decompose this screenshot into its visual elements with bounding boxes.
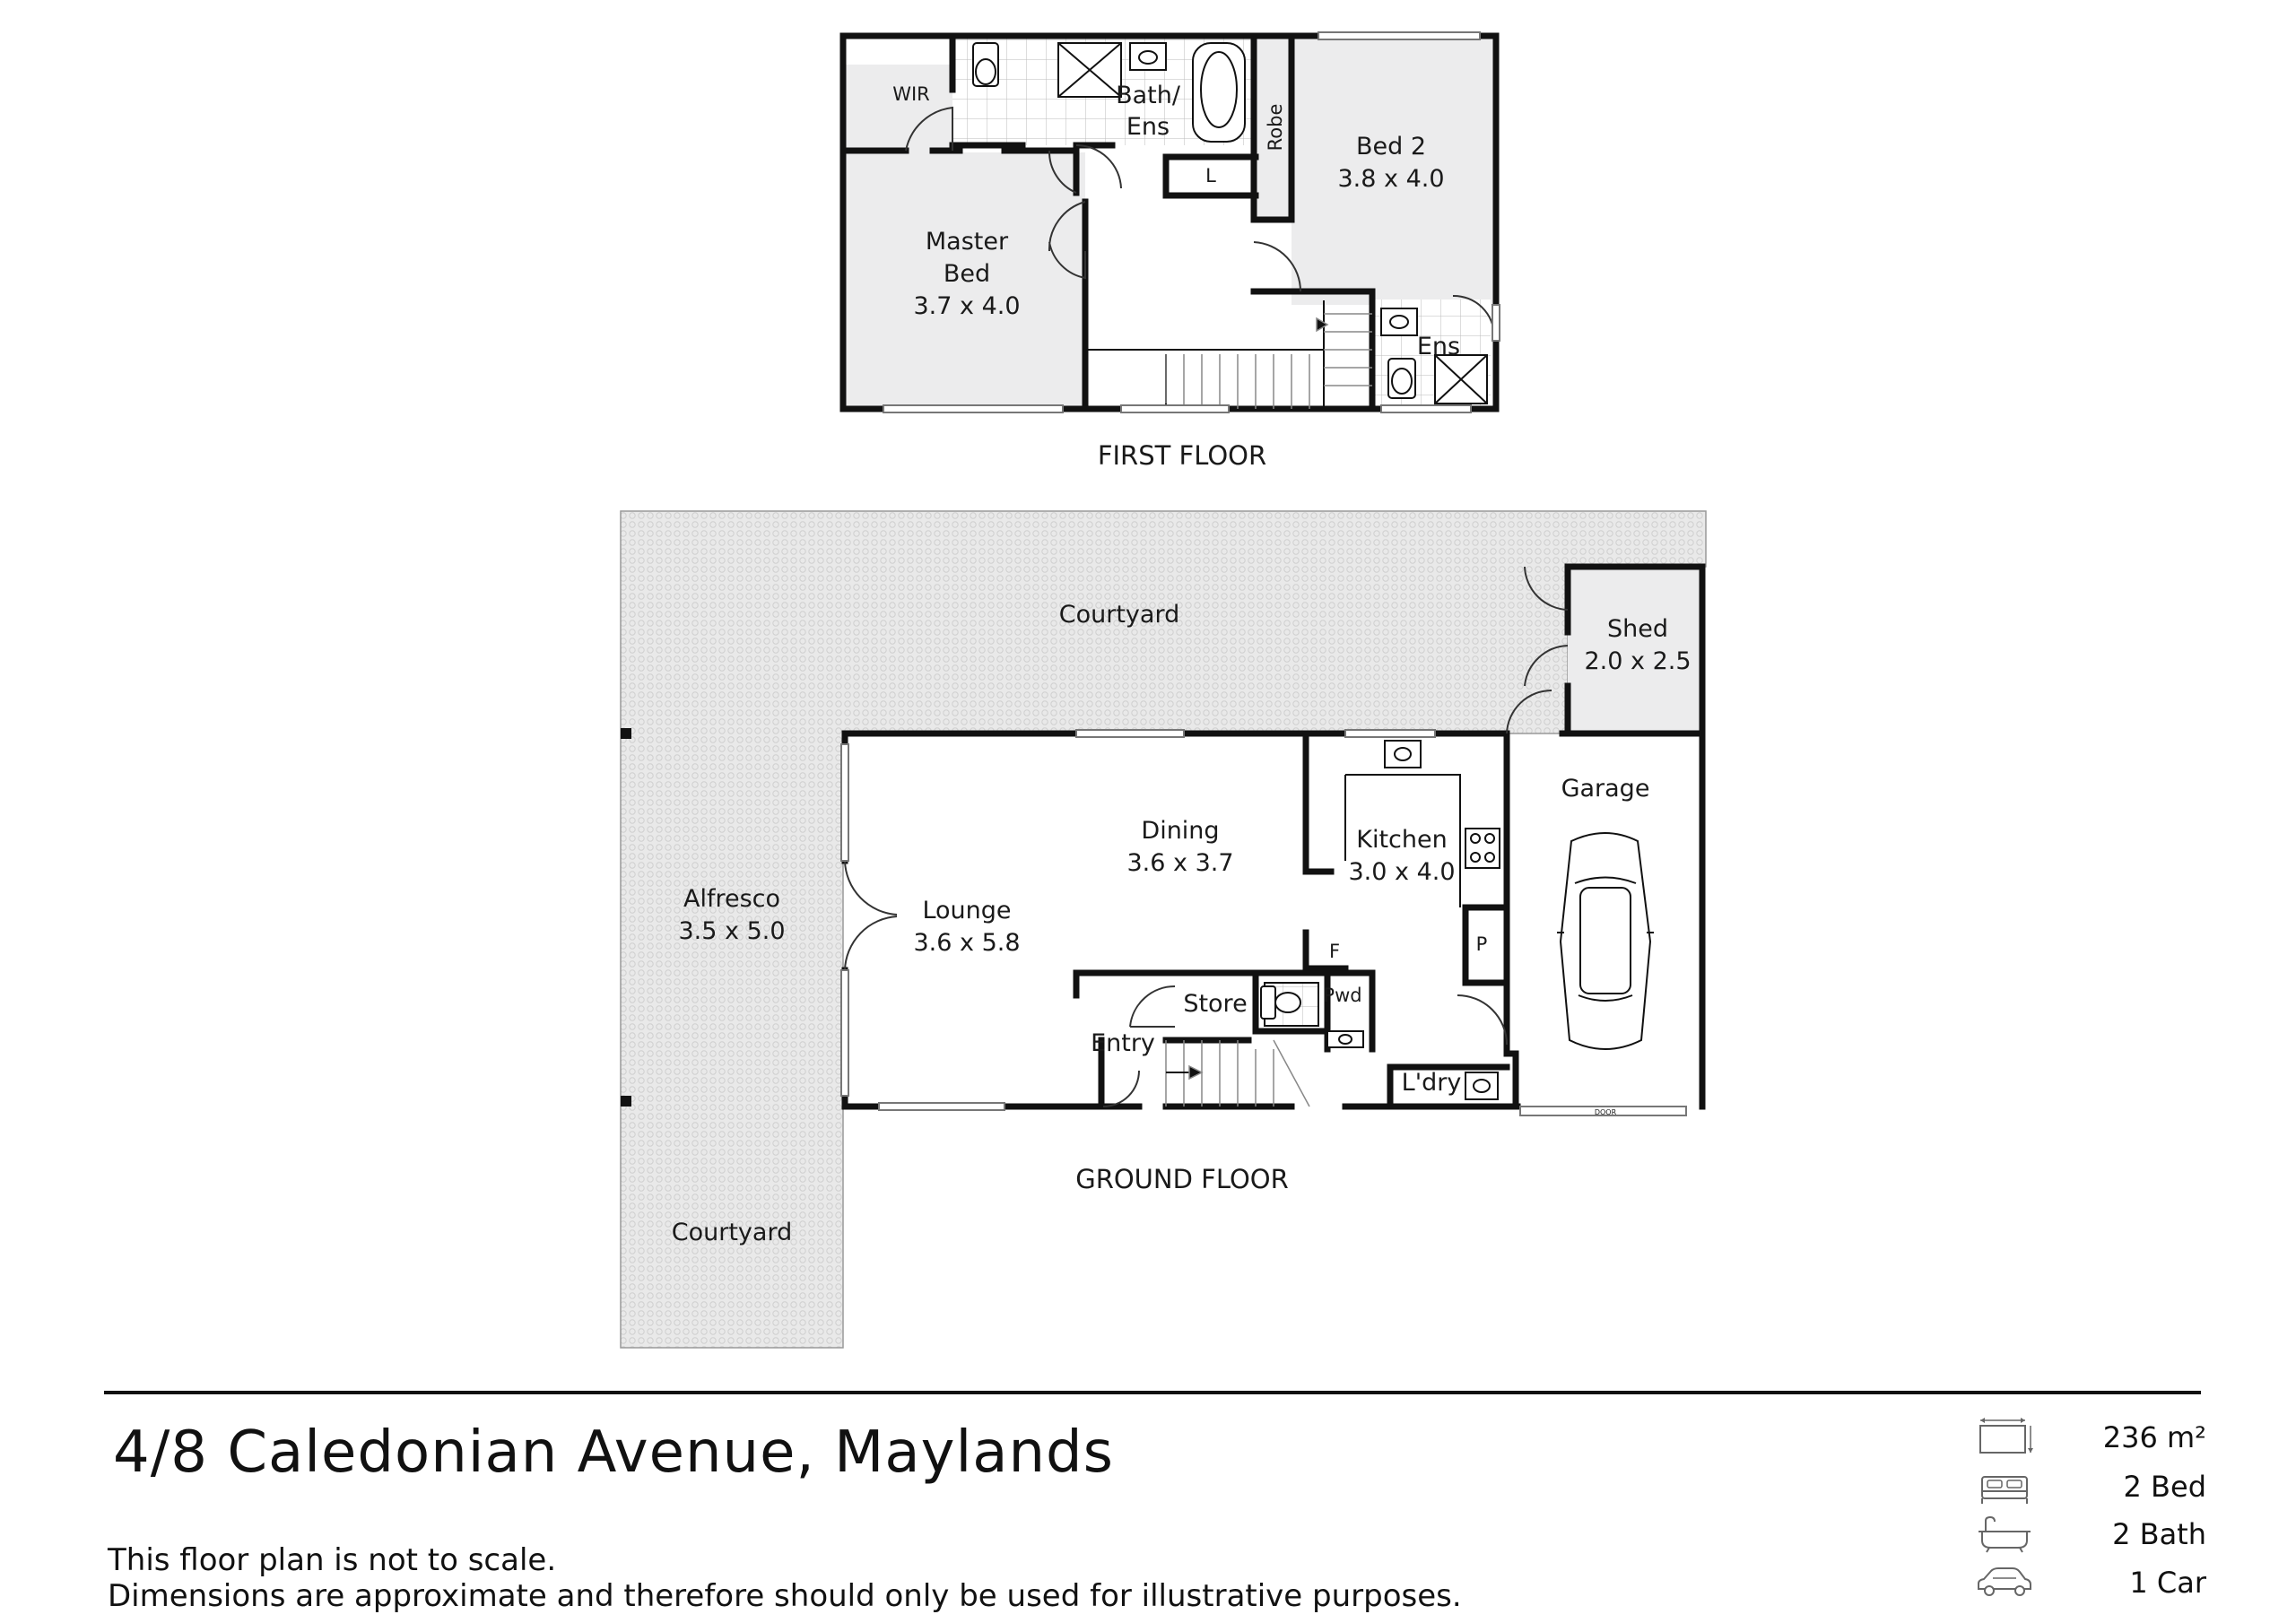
bath-icon bbox=[1979, 1515, 2031, 1553]
bed2-fill bbox=[1292, 36, 1494, 305]
shed-dims: 2.0 x 2.5 bbox=[1584, 647, 1691, 675]
wir-wall bbox=[839, 32, 963, 154]
laundry-chute bbox=[1162, 153, 1259, 199]
alfresco-post-top bbox=[621, 728, 631, 739]
kitchen-label: Kitchen bbox=[1356, 826, 1447, 854]
courtyard-bottom-label: Courtyard bbox=[672, 1219, 792, 1246]
store-pwd-wall bbox=[1073, 969, 1376, 1053]
stat-area: 236 m² bbox=[1973, 1415, 2206, 1458]
bed2-label: Bed 2 bbox=[1356, 133, 1426, 161]
wir-fill bbox=[845, 65, 952, 152]
property-address: 4/8 Caledonian Avenue, Maylands bbox=[113, 1419, 1114, 1486]
powder-fixtures bbox=[1260, 982, 1364, 1048]
kitchen-dims: 3.0 x 4.0 bbox=[1348, 858, 1455, 886]
garage-door-tag: DOOR bbox=[1595, 1108, 1617, 1116]
bed2-dims: 3.8 x 4.0 bbox=[1337, 165, 1444, 193]
stat-bath-value: 2 Bath bbox=[2112, 1517, 2206, 1551]
laundry-label: L'dry bbox=[1402, 1069, 1462, 1097]
lounge-label: Lounge bbox=[922, 897, 1011, 924]
garage-wall bbox=[1503, 730, 1521, 1110]
ground-floor-windows bbox=[840, 729, 1687, 1116]
shed-label: Shed bbox=[1607, 615, 1668, 643]
master-label-line2: Bed bbox=[944, 260, 990, 288]
dining-dims: 3.6 x 3.7 bbox=[1126, 849, 1233, 877]
first-floor-fixtures bbox=[972, 42, 1488, 404]
car-icon bbox=[1978, 1567, 2031, 1596]
lounge-dims: 3.6 x 5.8 bbox=[913, 929, 1020, 957]
disclaimer-dimensions: Dimensions are approximate and therefore… bbox=[108, 1578, 1462, 1614]
bath-label-line1: Bath/ bbox=[1116, 82, 1181, 109]
shed-fill bbox=[1568, 567, 1702, 733]
store-label: Store bbox=[1183, 990, 1247, 1018]
area-icon bbox=[1979, 1418, 2033, 1454]
bath-label-line2: Ens bbox=[1126, 113, 1170, 141]
first-floor: WIR Bath/ Ens L Robe Bed 2 3.8 x 4.0 Mas… bbox=[839, 31, 1500, 471]
dining-label: Dining bbox=[1141, 817, 1219, 845]
alfresco-label: Alfresco bbox=[683, 885, 780, 913]
fridge-wall bbox=[1302, 929, 1349, 972]
kitchen-wall bbox=[1302, 730, 1510, 986]
stat-bed: 2 Bed bbox=[1973, 1464, 2206, 1507]
first-floor-stairs bbox=[1165, 313, 1372, 409]
entry-wall bbox=[1098, 1037, 1252, 1110]
robe-wall bbox=[1250, 32, 1295, 223]
ground-floor-stairs bbox=[1165, 1039, 1310, 1107]
footer-divider bbox=[104, 1391, 2201, 1394]
car-icon bbox=[1557, 832, 1654, 1050]
robe-label: Robe bbox=[1265, 104, 1286, 152]
master-dims: 3.7 x 4.0 bbox=[913, 292, 1020, 320]
first-floor-windows bbox=[883, 31, 1500, 413]
stat-area-value: 236 m² bbox=[2102, 1420, 2206, 1454]
first-floor-label: FIRST FLOOR bbox=[1098, 440, 1266, 471]
courtyard-top-label: Courtyard bbox=[1059, 601, 1179, 629]
master-label-line1: Master bbox=[926, 228, 1009, 256]
ground-floor-doors bbox=[844, 566, 1569, 1107]
first-floor-outer-wall bbox=[839, 32, 1500, 412]
wir-label: WIR bbox=[892, 83, 930, 105]
first-floor-doors bbox=[905, 106, 1495, 337]
disclaimer-scale: This floor plan is not to scale. bbox=[108, 1542, 557, 1578]
stat-car-value: 1 Car bbox=[2129, 1566, 2206, 1600]
pantry-label: P bbox=[1476, 933, 1488, 955]
garage-label: Garage bbox=[1561, 775, 1650, 803]
ens-label: Ens bbox=[1417, 333, 1460, 360]
master-bed-fill bbox=[845, 152, 1085, 406]
laundry-wall bbox=[1387, 1063, 1510, 1110]
stat-bath: 2 Bath bbox=[1973, 1512, 2206, 1555]
entry-label: Entry bbox=[1091, 1029, 1155, 1057]
powder-label: Pwd bbox=[1323, 985, 1361, 1006]
linen-label: L bbox=[1205, 165, 1216, 187]
ground-floor: DOOR Courtyard Shed 2.0 x 2.5 Garage Din… bbox=[620, 510, 1707, 1349]
ground-floor-label: GROUND FLOOR bbox=[1075, 1164, 1289, 1194]
kitchen-bench bbox=[1344, 740, 1500, 907]
laundry-fixtures bbox=[1465, 1072, 1499, 1100]
master-north-wall bbox=[1001, 147, 1080, 196]
alfresco-post-bottom bbox=[621, 1096, 631, 1107]
stat-car: 1 Car bbox=[1973, 1560, 2206, 1603]
stat-bed-value: 2 Bed bbox=[2123, 1470, 2206, 1504]
stair-wall bbox=[1087, 300, 1325, 409]
fridge-label: F bbox=[1329, 941, 1340, 962]
alfresco-dims: 3.5 x 5.0 bbox=[678, 917, 785, 945]
bed-icon bbox=[1981, 1476, 2028, 1504]
